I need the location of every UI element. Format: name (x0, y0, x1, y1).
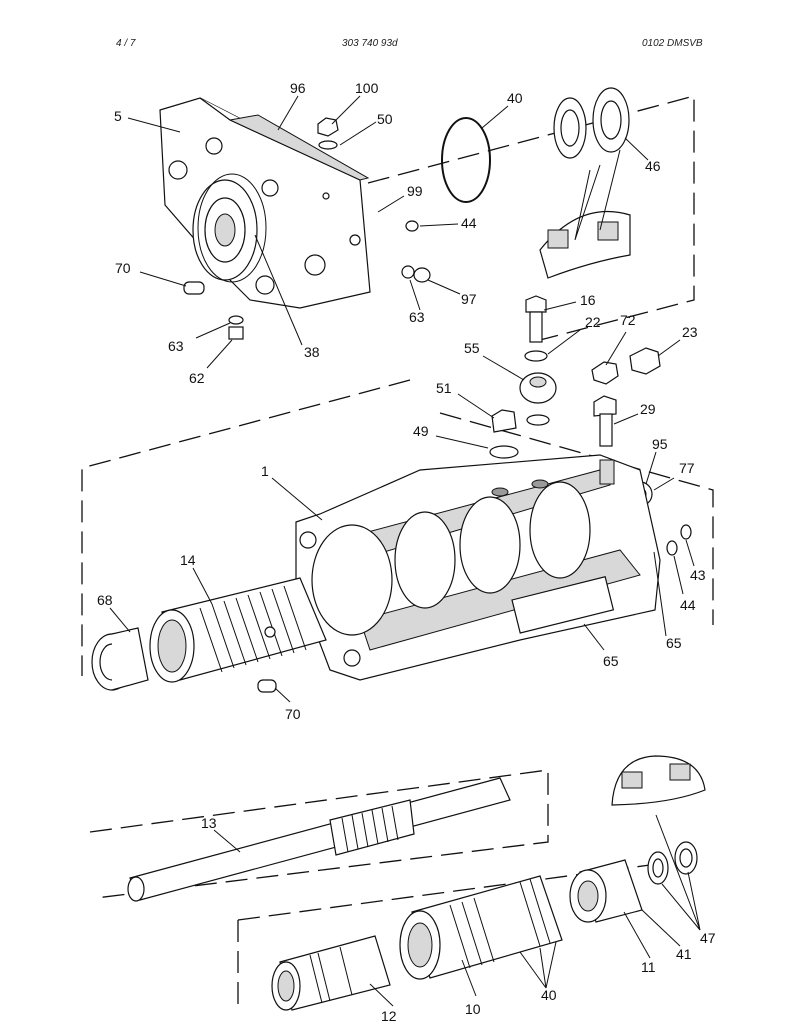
document-number: 303 740 93d (342, 38, 398, 49)
callout-44-top: 44 (461, 215, 477, 231)
seal-detail-bottom (611, 755, 706, 806)
callout-72: 72 (620, 312, 636, 328)
callout-77: 77 (679, 460, 695, 476)
pin-70-top (183, 281, 205, 295)
callout-65-right: 65 (666, 635, 682, 651)
callout-99: 99 (407, 183, 423, 199)
sleeve-12 (271, 935, 391, 1011)
ring-68 (91, 627, 149, 691)
callout-95: 95 (652, 436, 668, 452)
callout-70-top: 70 (115, 260, 131, 276)
main-housing (295, 454, 661, 681)
callout-29: 29 (640, 401, 656, 417)
callout-23: 23 (682, 324, 698, 340)
seal-rings-46 (553, 87, 630, 159)
fitting-72-23 (591, 347, 661, 385)
sleeve-10 (399, 875, 563, 980)
banjo-bolt-16 (524, 295, 548, 362)
callout-44-mid: 44 (680, 597, 696, 613)
pin-70-bottom (257, 679, 277, 693)
callout-50: 50 (377, 111, 393, 127)
callout-70-bottom: 70 (285, 706, 301, 722)
callout-55: 55 (464, 340, 480, 356)
end-cap-11 (569, 859, 643, 923)
callout-13: 13 (201, 815, 217, 831)
callout-11: 11 (641, 959, 656, 975)
callout-63-right: 63 (409, 309, 425, 325)
plug-62 (228, 315, 244, 340)
callout-43: 43 (690, 567, 706, 583)
callout-49: 49 (413, 423, 429, 439)
callout-5: 5 (114, 108, 122, 124)
callout-65-bottom: 65 (603, 653, 619, 669)
threaded-sleeve-14 (149, 577, 327, 683)
callout-40-bottom: 40 (541, 987, 557, 1003)
o-ring-40 (441, 117, 491, 203)
o-ring-44-top (405, 220, 419, 232)
callout-12: 12 (381, 1008, 397, 1024)
bolt-100 (317, 117, 339, 150)
callout-labels: 5 96 100 50 40 46 99 44 70 97 63 63 38 6… (97, 80, 716, 1024)
revision-code: 0102 DMSVB (642, 38, 703, 49)
callout-16: 16 (580, 292, 596, 308)
callout-96: 96 (290, 80, 306, 96)
page-number: 4 / 7 (116, 38, 136, 49)
callout-46: 46 (645, 158, 661, 174)
callout-97: 97 (461, 291, 477, 307)
o-ring-43 (680, 524, 692, 540)
o-ring-44-mid (666, 540, 678, 556)
callout-51: 51 (436, 380, 452, 396)
banjo-fitting-55 (519, 372, 557, 426)
valve-cover-block (159, 97, 371, 309)
seal-detail-top (539, 211, 631, 279)
plug-97 (401, 265, 431, 283)
callout-10: 10 (465, 1001, 481, 1017)
seal-rings-47 (647, 841, 698, 885)
callout-14: 14 (180, 552, 196, 568)
callout-62: 62 (189, 370, 205, 386)
bolt-29 (593, 395, 617, 447)
spool-13 (127, 777, 511, 902)
callout-41: 41 (676, 946, 692, 962)
callout-68: 68 (97, 592, 113, 608)
callout-22: 22 (585, 314, 601, 330)
callout-38: 38 (304, 344, 320, 360)
callout-40-top: 40 (507, 90, 523, 106)
callout-47: 47 (700, 930, 716, 946)
callout-100: 100 (355, 80, 379, 96)
callout-63-left: 63 (168, 338, 184, 354)
plug-51 (489, 409, 519, 459)
leader-lines (109, 95, 701, 1007)
callout-1: 1 (261, 463, 269, 479)
